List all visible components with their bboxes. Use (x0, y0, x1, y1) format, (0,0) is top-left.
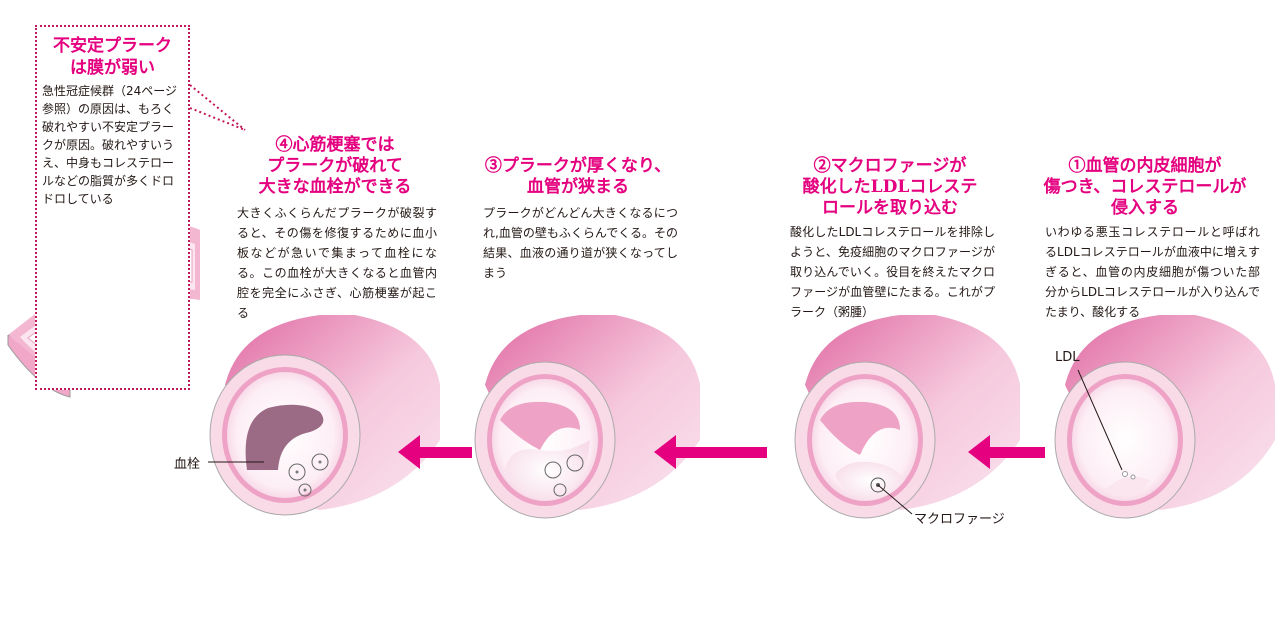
stage3-title-line2: 血管が狭まる (527, 177, 629, 197)
stage4-title-line3: 大きな血栓ができる (258, 177, 412, 197)
stage4-body: 大きくふくらんだプラークが破裂すると、その傷を修復するために血小板などが急いで集… (237, 206, 437, 320)
stage4-title-line2: プラークが破れて (267, 156, 403, 176)
stage2-title-line3: ロールを取り込む (822, 198, 958, 218)
callout-connector-lower (189, 107, 246, 131)
stage4-vessel (209, 315, 440, 516)
stage2-title-line2: 酸化したLDLコレステ (802, 177, 978, 197)
stage3-title-line1: ③プラークが厚くなり、 (484, 156, 672, 176)
callout-title: 不安定プラーク は膜が弱い (40, 35, 185, 79)
thrombus-label: 血栓 (174, 457, 201, 472)
stage3-vessel (474, 315, 700, 519)
thrombus-shape (245, 404, 324, 470)
macrophage-label: マクロファージ (914, 512, 1005, 527)
stage3-title: ③プラークが厚くなり、 血管が狭まる (478, 156, 678, 198)
stage2-title: ②マクロファージが 酸化したLDLコレステ ロールを取り込む (785, 156, 995, 219)
label-pointer-ldl (1077, 369, 1123, 471)
arrow-left-icon (654, 435, 767, 469)
stage2-title-line1: ②マクロファージが (813, 156, 967, 176)
stage1-body: いわゆる悪玉コレステロールと呼ばれるLDLコレステロールが血液中に増えすぎると、… (1045, 225, 1260, 319)
callout-title-line1: 不安定プラーク (53, 36, 172, 56)
callout-title-line2: は膜が弱い (70, 58, 155, 78)
stage1-vessel (1054, 315, 1275, 519)
callout-connector-upper (189, 84, 246, 131)
label-pointer-macrophage (877, 484, 913, 515)
stage2-body: 酸化したLDLコレステロールを排除しようと、免疫細胞のマクロファージが取り込んで… (790, 225, 995, 319)
stage4-title-line1: ④心筋梗塞では (275, 135, 395, 155)
callout-body: 急性冠症候群（24ページ参照）の原因は、もろく破れやすい不安定プラークが原因。破… (42, 84, 178, 206)
callout-box (35, 25, 190, 390)
stage1-title-line1: ①血管の内皮細胞が (1068, 156, 1222, 176)
stage4-title: ④心筋梗塞では プラークが破れて 大きな血栓ができる (240, 135, 430, 198)
stage1-title: ①血管の内皮細胞が 傷つき、コレステロールが 侵入する (1030, 156, 1260, 219)
macrophage-cell-icon (870, 477, 886, 493)
stage1-title-line3: 侵入する (1111, 198, 1179, 218)
stage1-title-line2: 傷つき、コレステロールが (1043, 177, 1247, 197)
arrow-left-icon (398, 435, 472, 469)
stage3-body: プラークがどんどん大きくなるにつれ,血管の壁もふくらんでくる。その結果、血液の通… (483, 206, 678, 280)
ldl-label: LDL (1055, 350, 1080, 365)
arrow-left-icon (968, 435, 1045, 469)
stage2-vessel (794, 315, 1020, 519)
